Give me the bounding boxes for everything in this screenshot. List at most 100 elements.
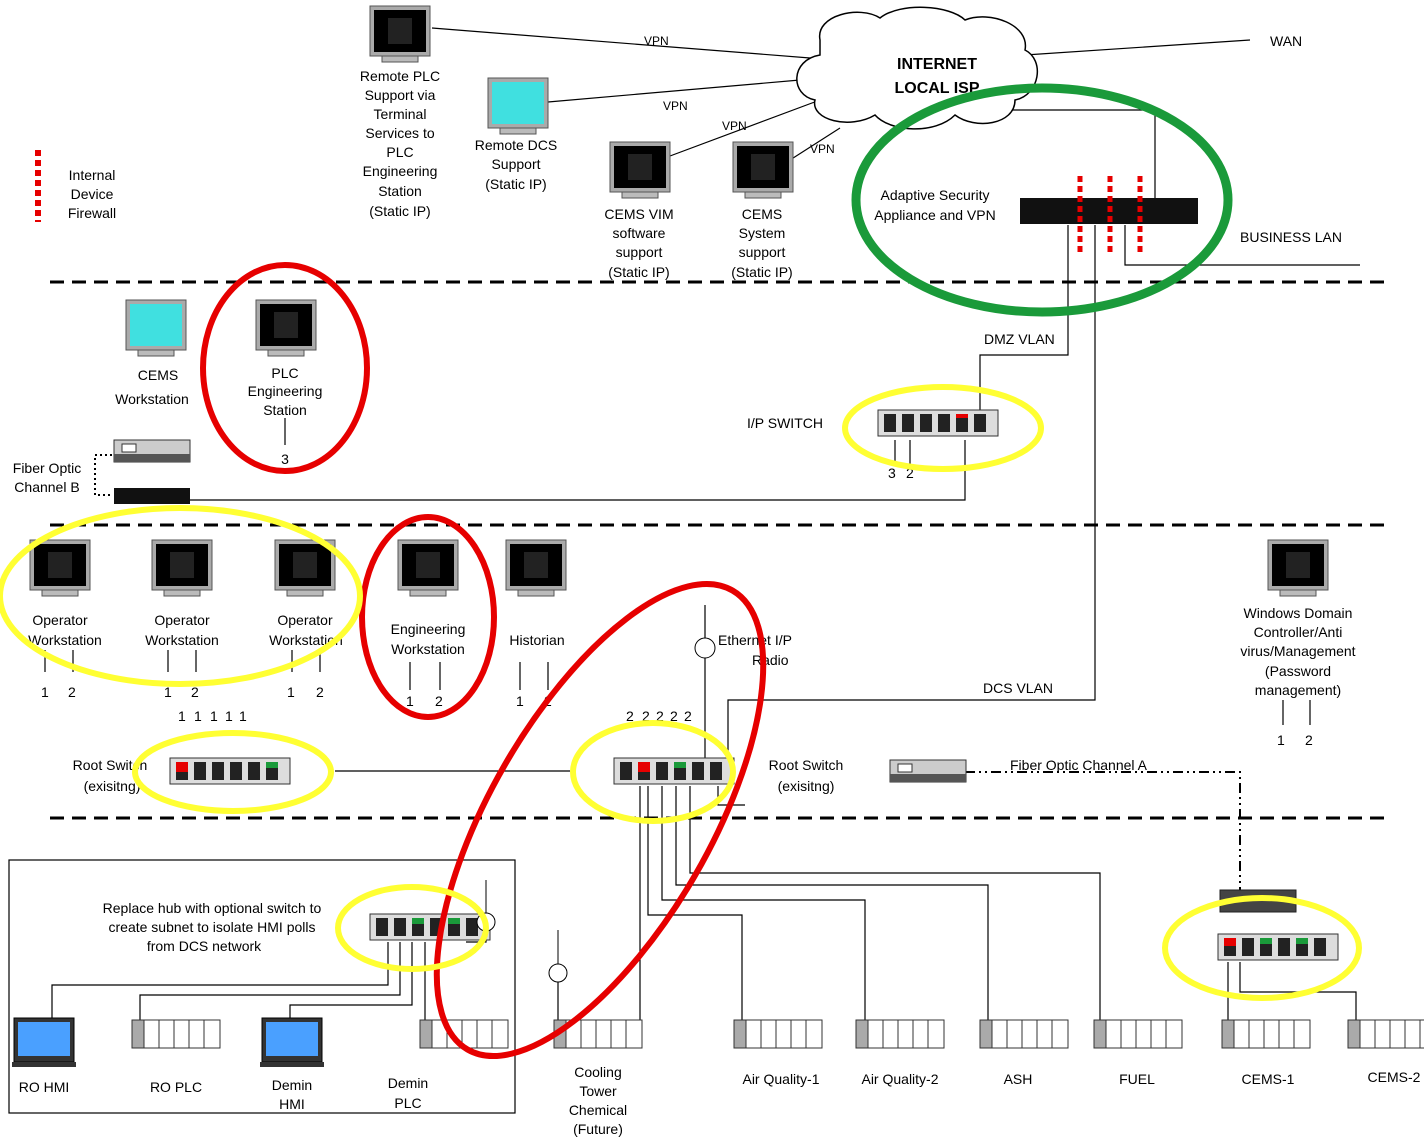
svg-text:Chemical: Chemical [569,1102,627,1118]
switch-port-active [448,918,460,924]
router-icon [113,439,191,463]
svg-text:2: 2 [670,708,678,724]
eng-ws-label: Workstation [391,641,465,657]
root-switch-label: (exisitng) [84,778,141,794]
svg-text:Workstation: Workstation [269,632,343,648]
svg-text:2: 2 [906,465,914,481]
svg-text:2: 2 [656,708,664,724]
svg-text:1: 1 [41,684,49,700]
svg-text:management): management) [1255,682,1341,698]
historian-monitor-icon [505,539,567,597]
zone-dividers [50,280,1390,820]
dmz-vlan-label: DMZ VLAN [984,331,1055,347]
cems2-label: CEMS-2 [1368,1069,1421,1085]
svg-text:Remote PLC: Remote PLC [360,68,440,84]
plc-eng-monitor-icon [255,299,317,357]
aq2-label: Air Quality-2 [861,1071,938,1087]
legend-text: Device [71,186,114,202]
vpn-label: VPN [644,34,669,48]
svg-text:Replace hub with optional swit: Replace hub with optional switch to [103,900,322,916]
switch-port-active [266,762,278,768]
operator-labels: Operator Workstation Operator Workstatio… [28,612,343,648]
root-switch-label: Root Switch [73,757,148,773]
svg-text:Support: Support [491,156,540,172]
legend-text: Firewall [68,205,116,221]
ash-label: ASH [1004,1071,1033,1087]
root-switch-icon [613,757,735,785]
svg-text:(Static IP): (Static IP) [731,264,792,280]
plc-eng-label: PLC [271,365,298,381]
ro-hmi-icon [11,1017,77,1068]
svg-text:1: 1 [194,708,202,724]
cems-system-monitor-icon [732,141,794,199]
cems-workstation-label: Workstation [115,391,189,407]
svg-text:(Password: (Password [1265,663,1331,679]
hub-switch-icon [369,913,491,941]
svg-text:CEMS VIM: CEMS VIM [604,206,673,222]
svg-text:support: support [616,244,663,260]
svg-text:1: 1 [287,684,295,700]
replace-hub-note: Replace hub with optional switch to crea… [103,900,322,954]
svg-text:create subnet to isolate HMI p: create subnet to isolate HMI polls [109,919,316,935]
svg-text:from DCS network: from DCS network [147,938,262,954]
ash-plc-icon [979,1019,1069,1049]
air-quality-1-plc-icon [733,1019,823,1049]
svg-text:(Static IP): (Static IP) [369,203,430,219]
dcs-vlan-label: DCS VLAN [983,680,1053,696]
operator-monitor-icon [274,539,336,597]
radio-icon [694,637,716,659]
svg-text:Cooling: Cooling [574,1064,621,1080]
remote-dcs-monitor-icon [487,77,549,135]
svg-text:CEMS: CEMS [742,206,782,222]
wan-label: WAN [1270,33,1302,49]
svg-text:Controller/Anti: Controller/Anti [1254,624,1343,640]
demin-plc-label: PLC [394,1095,421,1111]
svg-text:support: support [739,244,786,260]
switch-port-active [674,762,686,768]
legend-text: Internal [69,167,116,183]
router-icon [889,759,967,783]
svg-text:Services to: Services to [365,125,434,141]
svg-text:Workstation: Workstation [145,632,219,648]
svg-text:System: System [739,225,786,241]
svg-text:1: 1 [239,708,247,724]
firewall-markers [1077,176,1143,252]
vpn-label: VPN [663,99,688,113]
switch-port-active [176,762,188,772]
isp-label: LOCAL ISP [894,80,979,97]
plc-eng-label: Engineering [248,383,323,399]
eng-ws-label: Engineering [391,621,466,637]
cems1-label: CEMS-1 [1242,1071,1295,1087]
svg-text:(Future): (Future) [573,1121,623,1137]
svg-text:1: 1 [210,708,218,724]
svg-text:2: 2 [68,684,76,700]
svg-text:(Static IP): (Static IP) [608,264,669,280]
internet-label: INTERNET [897,56,977,73]
svg-text:Remote DCS: Remote DCS [475,137,557,153]
svg-text:1: 1 [178,708,186,724]
cems-2-plc-icon [1347,1019,1424,1049]
aq1-label: Air Quality-1 [742,1071,819,1087]
svg-text:(Static IP): (Static IP) [485,176,546,192]
svg-text:software: software [613,225,666,241]
remote-plc-label: Remote PLC Support via Terminal Services… [360,68,440,219]
ro-demin-enclosure [8,859,516,1114]
svg-text:Operator: Operator [32,612,88,628]
svg-text:2: 2 [435,693,443,709]
svg-text:1: 1 [1277,732,1285,748]
domain-controller-monitor-icon [1267,539,1329,597]
svg-text:3: 3 [888,465,896,481]
demin-hmi-label: Demin [272,1077,312,1093]
historian-label: Historian [509,632,564,648]
svg-text:Operator: Operator [154,612,210,628]
plc-eng-label: Station [263,402,307,418]
fuel-label: FUEL [1119,1071,1155,1087]
demin-hmi-icon [259,1017,325,1068]
svg-text:2: 2 [642,708,650,724]
operator-monitor-icon [29,539,91,597]
ro-plc-label: RO PLC [150,1079,202,1095]
svg-text:Windows Domain: Windows Domain [1244,605,1353,621]
svg-text:Operator: Operator [277,612,333,628]
svg-text:2: 2 [684,708,692,724]
svg-text:1: 1 [225,708,233,724]
